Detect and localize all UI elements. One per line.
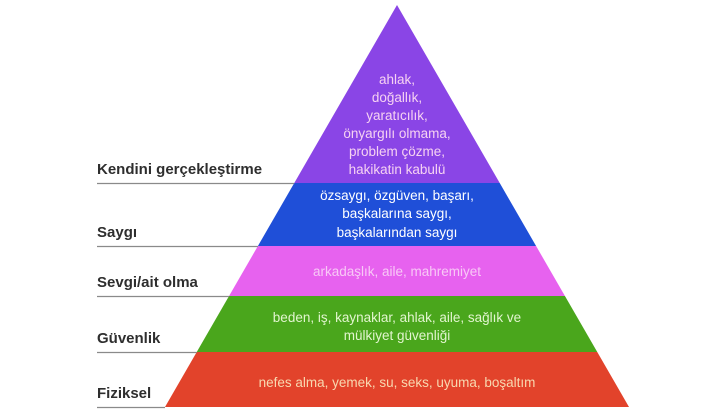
pyramid-layer-esteem <box>257 183 537 246</box>
layer-text-self-actualization: yaratıcılık, <box>366 108 428 123</box>
pyramid-layer-self-actualization <box>294 5 500 183</box>
layer-text-physiological: nefes alma, yemek, su, seks, uyuma, boşa… <box>259 375 536 390</box>
level-label-self-actualization: Kendini gerçekleştirme <box>97 161 262 178</box>
level-label-safety: Güvenlik <box>97 330 161 347</box>
layer-text-safety: mülkiyet güvenliği <box>344 328 451 343</box>
level-label-esteem: Saygı <box>97 224 137 241</box>
layer-text-self-actualization: doğallık, <box>372 90 422 105</box>
pyramid-layer-physiological <box>165 352 629 407</box>
layer-text-safety: beden, iş, kaynaklar, ahlak, aile, sağlı… <box>273 310 521 325</box>
layer-text-self-actualization: ahlak, <box>379 72 415 87</box>
pyramid-layer-safety <box>196 296 598 352</box>
layer-text-self-actualization: önyargılı olmama, <box>343 126 450 141</box>
layer-text-self-actualization: problem çözme, <box>349 144 445 159</box>
layer-text-esteem: başkalarına saygı, <box>342 206 452 221</box>
layer-text-self-actualization: hakikatin kabulü <box>349 162 446 177</box>
level-label-love-belonging: Sevgi/ait olma <box>97 274 199 291</box>
layer-text-esteem: özsaygı, özgüven, başarı, <box>320 188 474 203</box>
layer-text-esteem: başkalarından saygı <box>337 225 458 240</box>
layer-text-love-belonging: arkadaşlık, aile, mahremiyet <box>313 264 481 279</box>
level-label-physiological: Fiziksel <box>97 385 151 402</box>
pyramid-layer-love-belonging <box>229 246 565 296</box>
